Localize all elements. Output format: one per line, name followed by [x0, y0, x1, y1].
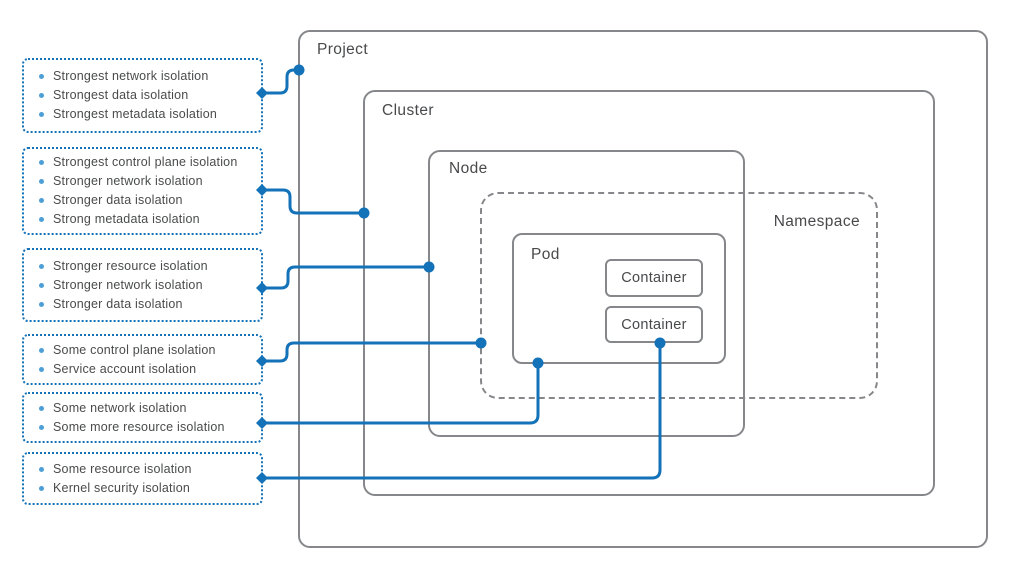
callout-item: Strongest data isolation: [32, 86, 253, 105]
callout-item: Stronger data isolation: [32, 191, 253, 210]
callout-item-label: Stronger data isolation: [53, 193, 183, 207]
callout-item-label: Stronger data isolation: [53, 296, 183, 311]
bullet-icon: [39, 282, 44, 288]
callout-item-label: Strongest network isolation: [53, 69, 209, 83]
bullet-icon: [39, 93, 44, 98]
node-label: Node: [449, 160, 488, 177]
callout-item-label: Kernel security isolation: [53, 480, 191, 495]
callout-item: Strong metadata isolation: [32, 210, 253, 229]
callout-item-label: Strongest control plane isolation: [53, 155, 238, 169]
callout-item-label: Stronger resource isolation: [53, 258, 208, 273]
container-label: Container: [621, 316, 687, 333]
callout-item: Stronger data isolation: [32, 295, 253, 314]
container-box-2: Container: [605, 306, 703, 343]
callout-item-label: Stronger network isolation: [53, 277, 203, 292]
callout-item-label: Some control plane isolation: [53, 342, 216, 357]
callout-item: Kernel security isolation: [32, 479, 253, 498]
bullet-icon: [39, 263, 44, 269]
pod-label: Pod: [531, 246, 560, 263]
callout-item-label: Service account isolation: [53, 361, 197, 376]
bullet-icon: [39, 179, 44, 184]
bullet-icon: [39, 405, 44, 411]
callout-item: Stronger resource isolation: [32, 257, 253, 276]
callout-item: Some control plane isolation: [32, 341, 253, 360]
bullet-icon: [39, 217, 44, 222]
bullet-icon: [39, 466, 44, 472]
callout-item-label: Strongest metadata isolation: [53, 107, 218, 121]
bullet-icon: [39, 347, 44, 353]
bullet-icon: [39, 485, 44, 491]
connector-project-line: [260, 68, 298, 95]
bullet-icon: [39, 366, 44, 372]
callout-item: Some network isolation: [32, 399, 253, 418]
callout-item: Stronger network isolation: [32, 276, 253, 295]
callout-item-label: Stronger network isolation: [53, 174, 203, 188]
callout-item-label: Strong metadata isolation: [53, 212, 200, 226]
container-label: Container: [621, 270, 687, 286]
callout-item: Some more resource isolation: [32, 418, 253, 437]
bullet-icon: [39, 74, 44, 79]
callout-item: Stronger network isolation: [32, 172, 253, 191]
callout-item-label: Some network isolation: [53, 400, 187, 415]
project-label: Project: [317, 41, 369, 58]
container-box-1: Container: [605, 259, 703, 297]
callout-item: Some resource isolation: [32, 460, 253, 479]
callout-item: Strongest network isolation: [32, 67, 253, 86]
callout-item: Strongest metadata isolation: [32, 105, 253, 124]
cluster-label: Cluster: [382, 102, 434, 119]
pod-box: Pod: [512, 233, 726, 364]
bullet-icon: [39, 301, 44, 307]
callout-item-label: Strongest data isolation: [53, 88, 189, 102]
namespace-box: Namespace: [480, 192, 878, 399]
callout-item: Service account isolation: [32, 360, 253, 379]
bullet-icon: [39, 160, 44, 165]
callout-item: Strongest control plane isolation: [32, 153, 253, 172]
callout-item-label: Some more resource isolation: [53, 419, 225, 434]
bullet-icon: [39, 198, 44, 203]
callout-item-label: Some resource isolation: [53, 461, 192, 476]
bullet-icon: [39, 112, 44, 117]
namespace-label: Namespace: [773, 213, 860, 230]
cluster-box: Cluster: [363, 90, 935, 496]
bullet-icon: [39, 424, 44, 430]
